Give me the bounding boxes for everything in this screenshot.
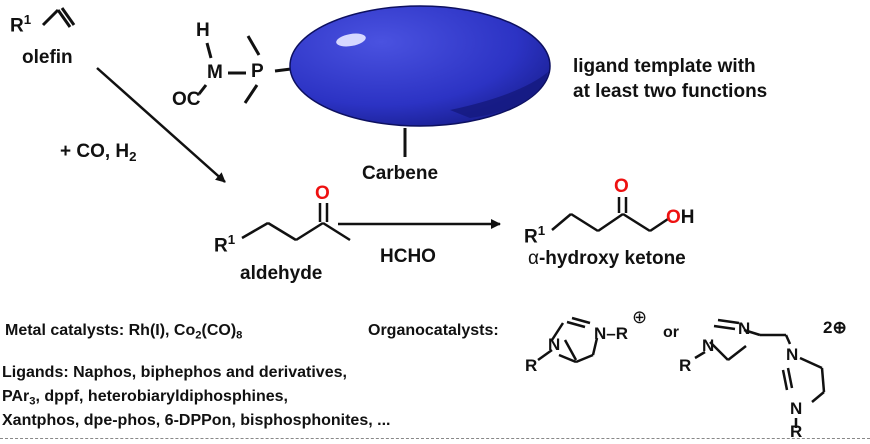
metal-p: P <box>251 61 264 82</box>
mol2-n2: N <box>738 319 751 338</box>
ligands-line2-b: , dppf, heterobiaryldiphosphines, <box>35 388 288 405</box>
ketone-alpha: α <box>528 248 539 269</box>
metal-catalysts-sub1: 2 <box>195 329 202 342</box>
metal-m: M <box>207 62 223 83</box>
bottom-divider <box>0 438 870 439</box>
metal-catalysts-line: Metal catalysts: Rh(I), Co2(CO)8 <box>5 322 242 341</box>
aldehyde-bonds <box>241 203 351 242</box>
mol1-n1: N <box>548 335 561 354</box>
template-text-1: ligand template with <box>573 56 756 77</box>
ketone-r: R <box>524 226 538 248</box>
ligands-line2-a: PAr <box>2 388 30 405</box>
aldehyde-o: O <box>315 183 330 204</box>
mol1-r: R <box>525 356 538 375</box>
mol1-plus: ⊕ <box>632 307 648 327</box>
ketone-label-rest: -hydroxy ketone <box>538 248 686 269</box>
olefin-label: olefin <box>22 47 73 68</box>
metal-h: H <box>196 20 210 41</box>
olefin-r-sup: 1 <box>23 12 32 27</box>
reagent-main: + CO, H <box>60 141 130 162</box>
olefin-r: R <box>10 15 24 37</box>
mol2-n4: N <box>790 399 803 418</box>
mol2-r2: R <box>790 422 803 441</box>
ketone-oh-h: H <box>680 207 695 228</box>
mol2-r1: R <box>679 356 692 375</box>
mol1-n2: N–R <box>594 324 628 344</box>
ligand-sphere <box>289 5 551 127</box>
ligands-line2: PAr3, dppf, heterobiaryldiphosphines, <box>2 388 288 407</box>
metal-catalysts-mid: (CO) <box>201 322 237 339</box>
metal-co: OC <box>172 89 201 110</box>
or-label: or <box>663 324 679 341</box>
reagent-sub: 2 <box>129 148 137 164</box>
metal-complex-bonds <box>197 35 292 104</box>
ligands-line1: Ligands: Naphos, biphephos and derivativ… <box>2 364 347 381</box>
olefin-r1: R1 <box>10 12 31 37</box>
ketone-label: α-hydroxy ketone <box>528 248 686 270</box>
ketone-r1: R1 <box>524 223 545 248</box>
aldehyde-r: R <box>214 235 228 257</box>
mol2-charge: 2⊕ <box>823 318 847 337</box>
ketone-oh-o: O <box>666 207 681 228</box>
aldehyde-label: aldehyde <box>240 263 323 284</box>
ligands-line2-sub: 3 <box>29 395 36 408</box>
mol2-n1: N <box>702 336 715 355</box>
reagent-label: + CO, H2 <box>60 141 137 164</box>
template-text-2: at least two functions <box>573 81 768 102</box>
carbene-label: Carbene <box>362 163 439 184</box>
ligands-line3: Xantphos, dpe-phos, 6-DPPon, bisphosphon… <box>2 412 391 429</box>
ketone-oh: OH <box>666 207 695 229</box>
ketone-r-sup: 1 <box>537 223 546 238</box>
mol2-n3: N <box>786 345 799 364</box>
mol1-dash-r: –R <box>606 324 629 343</box>
aldehyde-r1: R1 <box>214 232 235 257</box>
ketone-o: O <box>614 176 629 197</box>
ketone-bonds <box>551 197 669 233</box>
imidazolium-ring <box>537 316 599 364</box>
metal-catalysts-text: Metal catalysts: Rh(I), Co <box>5 322 196 339</box>
mol1-n2-letter: N <box>594 324 607 343</box>
bis-heterocycle <box>694 318 826 428</box>
olefin-bonds <box>41 7 76 28</box>
hcho-label: HCHO <box>380 246 436 267</box>
organocatalysts-label: Organocatalysts: <box>368 322 499 339</box>
aldehyde-r-sup: 1 <box>227 232 236 247</box>
hydroformylation-arrow <box>96 67 226 183</box>
metal-catalysts-sub2: 8 <box>236 329 243 342</box>
